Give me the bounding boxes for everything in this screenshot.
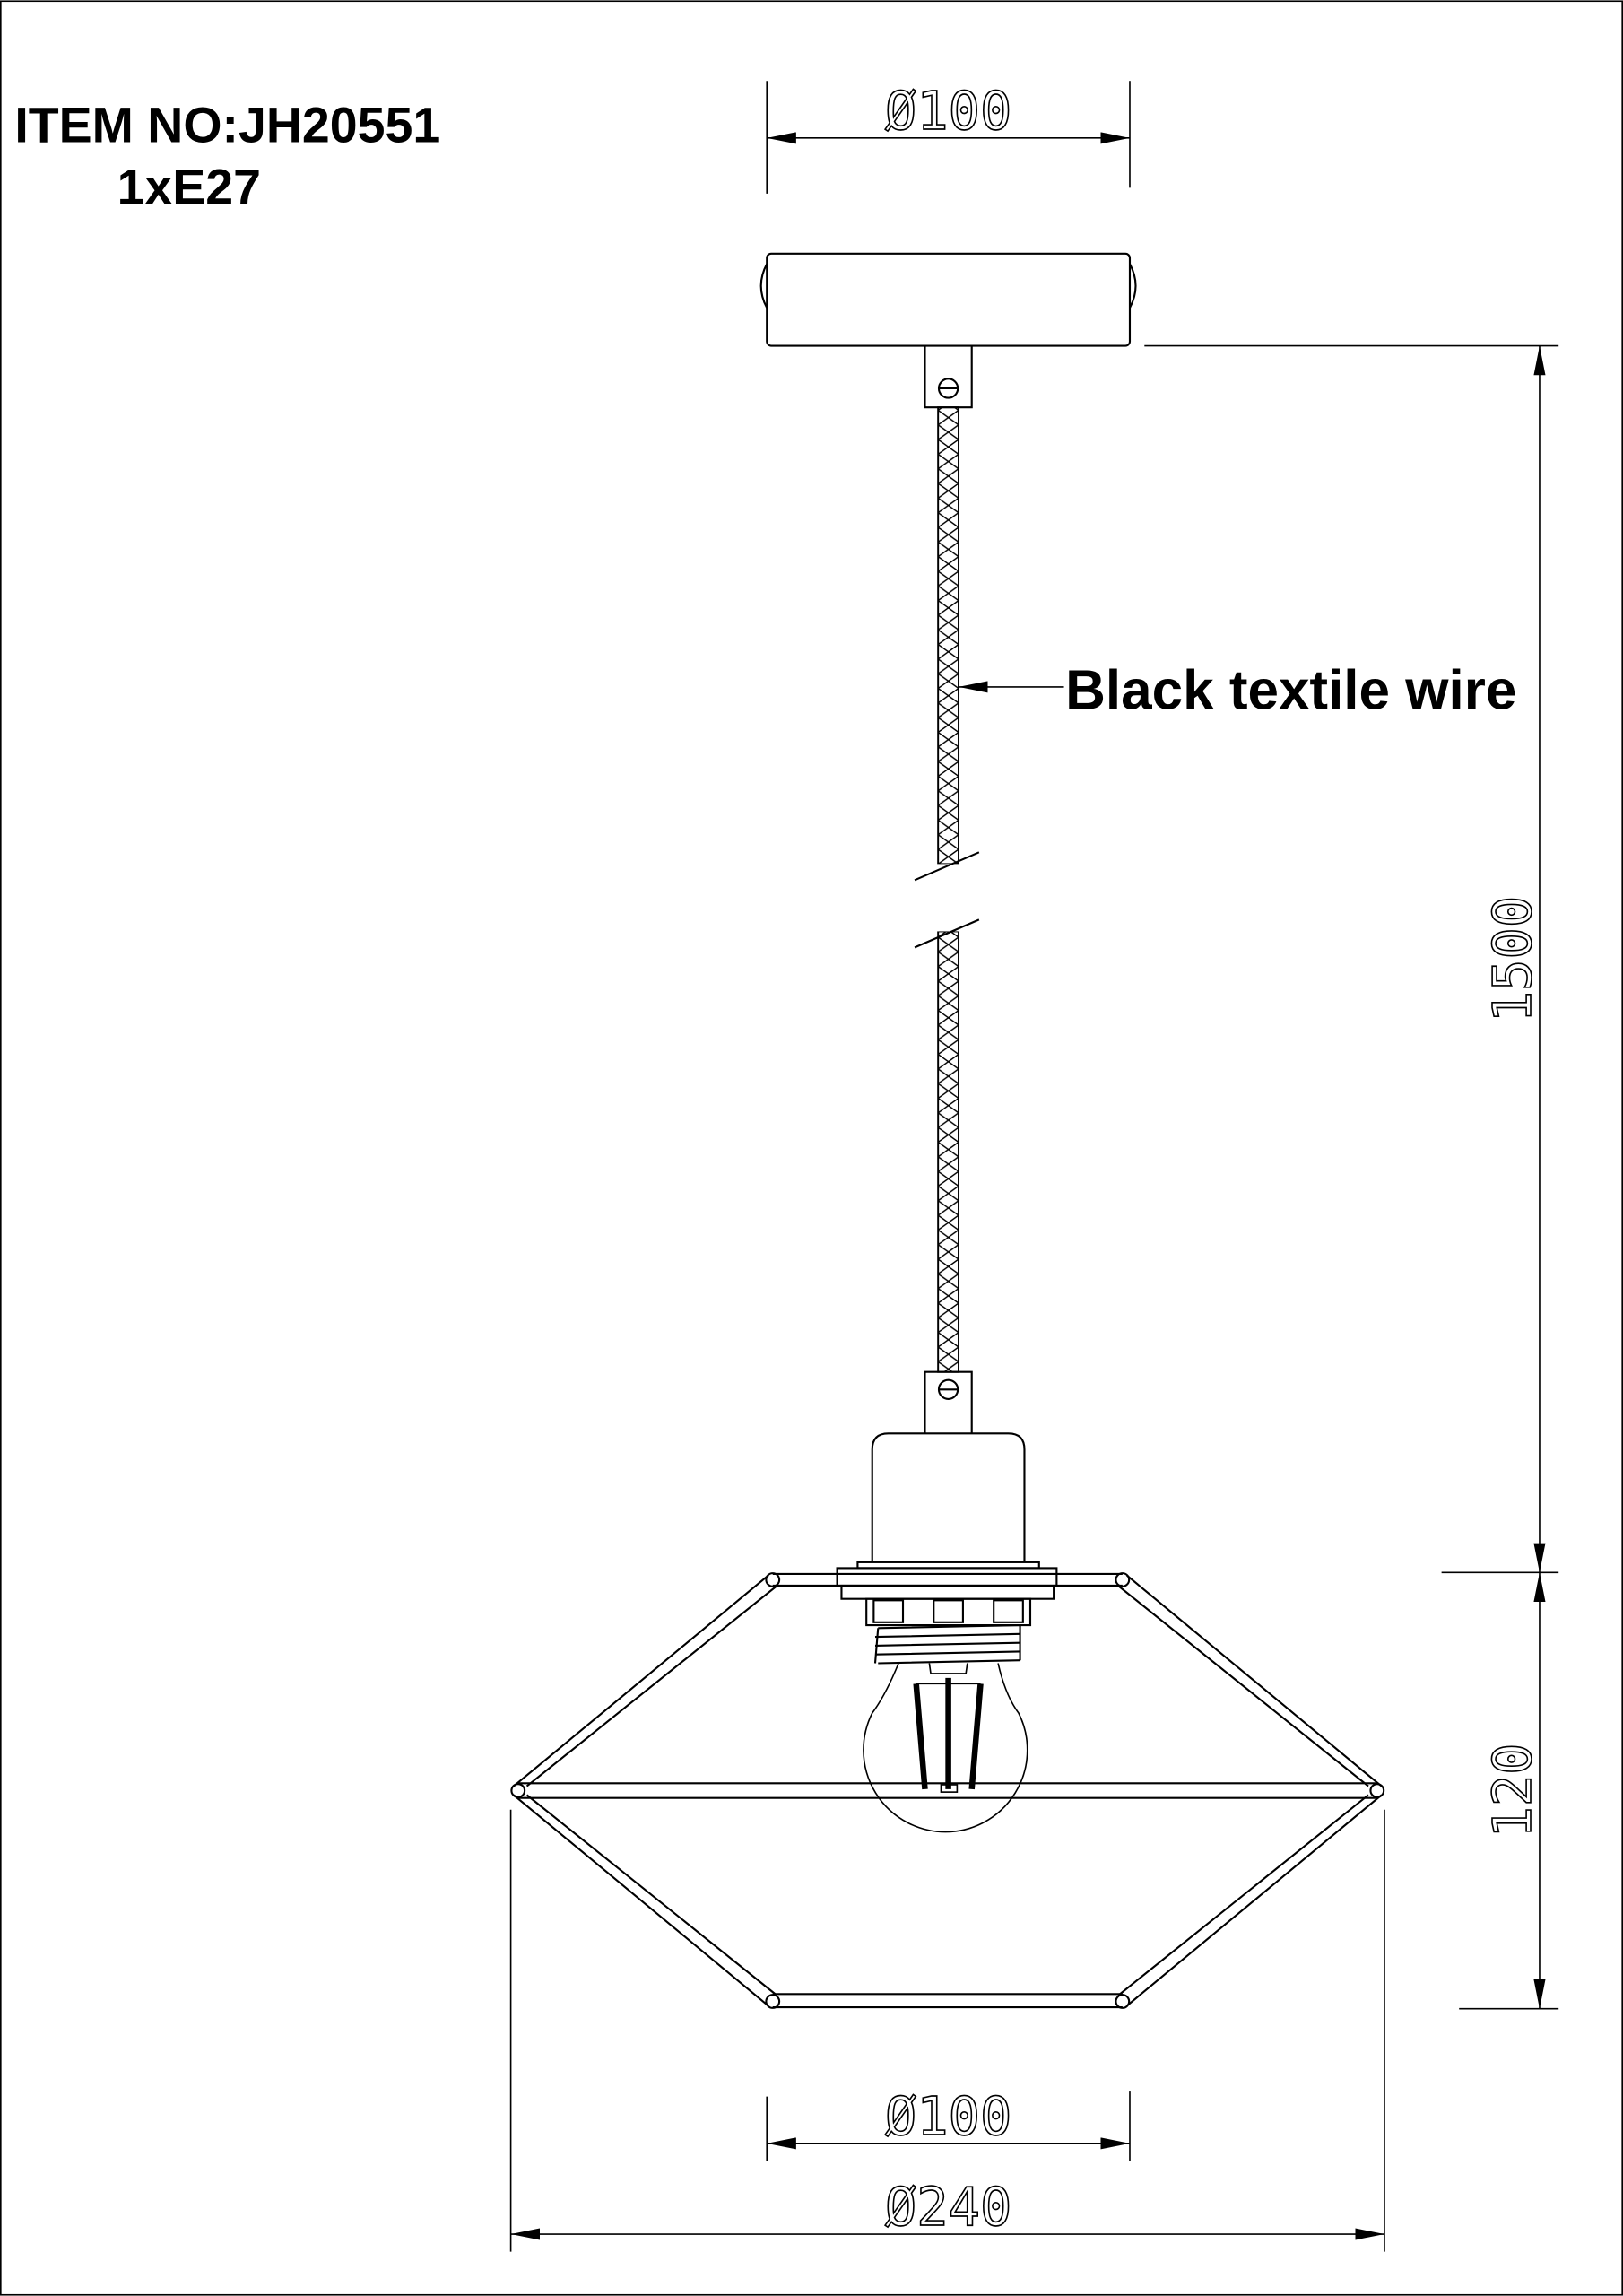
lamp-socket [836,1370,1058,1665]
lamp-spec: 1xE27 [117,159,261,214]
svg-text:Ø240: Ø240 [885,2176,1011,2238]
wire-frame-shade [510,1572,1385,2009]
textile-wire [914,406,981,1373]
filament-bulb [863,1663,1028,1833]
svg-text:Black textile wire: Black textile wire [1065,659,1516,721]
svg-text:Ø100: Ø100 [885,2085,1011,2147]
wire-callout: Black textile wire [959,659,1516,721]
svg-text:120: 120 [1481,1743,1543,1838]
svg-text:Ø100: Ø100 [885,80,1011,142]
shade-height-dimension: 120 [1459,1572,1559,2010]
svg-text:1500: 1500 [1481,896,1543,1022]
shade-diameter-dimension: Ø240 [509,1809,1385,2252]
shade-top-diameter-dimension: Ø100 [766,2084,1131,2161]
ceiling-canopy [759,252,1137,347]
item-number: ITEM NO:JH20551 [14,98,440,153]
canopy-dimension: Ø100 [766,79,1131,194]
